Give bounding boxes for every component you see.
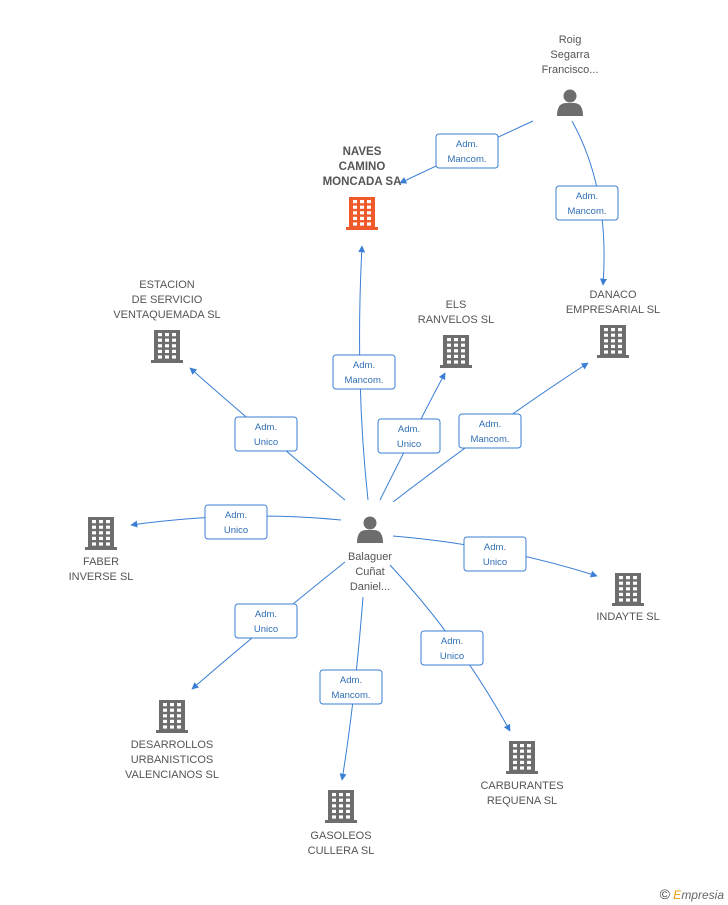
node-label-line: CARBURANTES [480,780,563,792]
node-label-line: Cuñat [355,566,384,578]
edge-label-text: Adm. [255,609,277,620]
node-label-line: NAVES [343,146,382,158]
edge-label-text: Unico [254,624,278,635]
node-label-line: CAMINO [339,161,386,173]
node-label-line: INVERSE SL [69,571,134,583]
node-danaco[interactable]: DANACO EMPRESARIAL SL [566,289,660,358]
edge-label-text: Adm. [576,191,598,202]
building-icon [325,790,357,823]
node-indayte[interactable]: INDAYTE SL [596,573,660,623]
node-label-line: MONCADA SA [323,176,402,188]
node-label-line: VENTAQUEMADA SL [113,309,220,321]
edge-label-text: Unico [397,439,421,450]
node-label-line: VALENCIANOS SL [125,769,219,781]
edge-label-balaguer-to-desarrollos[interactable]: Adm. Unico [234,603,298,639]
node-balaguer[interactable]: BalaguerCuñatDaniel... [348,516,392,594]
edge-label-text: Mancom. [567,206,606,217]
building-icon [151,330,183,363]
node-label-line: EMPRESARIAL SL [566,304,660,316]
edge-label-box [420,630,484,666]
edge-label-text: Adm. [225,510,247,521]
edge-label-text: Unico [440,651,464,662]
node-label-line: Daniel... [350,581,390,593]
edge-label-balaguer-to-danaco[interactable]: Adm. Mancom. [458,413,522,449]
node-label-line: REQUENA SL [487,795,557,807]
edge-label-text: Adm. [441,636,463,647]
building-icon [612,573,644,606]
edge-label-balaguer-to-faber[interactable]: Adm. Unico [204,504,268,540]
edge-label-box [458,413,522,449]
node-desarrollos[interactable]: DESARROLLOS URBANISTICOS VALENCIANOS SL [125,700,219,781]
edge-label-box [463,536,527,572]
person-icon [557,89,583,116]
edge-label-text: Unico [254,437,278,448]
brand-name: mpresia [681,888,724,902]
edge-label-text: Mancom. [344,375,383,386]
copyright-symbol: © [659,886,670,902]
edge-label-box [319,669,383,705]
node-label-line: FABER [83,556,119,568]
building-icon [156,700,188,733]
node-roig[interactable]: RoigSegarraFrancisco... [542,34,599,116]
edge-label-box [332,354,396,390]
node-label-line: ESTACION [139,279,194,291]
edge-label-balaguer-to-gasoleos[interactable]: Adm. Mancom. [319,669,383,705]
node-label-line: DE SERVICIO [132,294,203,306]
nodes-layer: NAVES CAMINO MONCADA SA RoigSegarraFrancisc… [69,34,661,857]
edge-label-balaguer-to-estacion[interactable]: Adm. Unico [234,416,298,452]
building-icon [506,741,538,774]
edge-label-text: Adm. [398,424,420,435]
edge-label-box [234,603,298,639]
edge-label-text: Mancom. [447,154,486,165]
building-icon [85,517,117,550]
edge-label-text: Mancom. [470,434,509,445]
edge-label-box [435,133,499,169]
node-label-line: Francisco... [542,64,599,76]
edge-label-balaguer-to-indayte[interactable]: Adm. Unico [463,536,527,572]
node-els[interactable]: ELS RANVELOS SL [418,299,494,368]
edge-label-box [234,416,298,452]
node-estacion[interactable]: ESTACION DE SERVICIO VENTAQUEMADA SL [113,279,221,363]
edge-label-box [204,504,268,540]
node-label-line: Segarra [550,49,590,61]
edge-label-text: Adm. [255,422,277,433]
person-icon [357,516,383,543]
node-label-line: RANVELOS SL [418,314,494,326]
edge-label-text: Adm. [484,542,506,553]
edge-label-balaguer-to-carburantes[interactable]: Adm. Unico [420,630,484,666]
edge-label-box [377,418,441,454]
edge-label-box [555,185,619,221]
node-faber[interactable]: FABER INVERSE SL [69,517,134,583]
node-label-line: Roig [559,34,582,46]
edge-label-text: Unico [483,557,507,568]
node-label-line: DESARROLLOS [131,739,214,751]
edge-label-text: Adm. [340,675,362,686]
node-gasoleos[interactable]: GASOLEOS CULLERA SL [308,790,375,857]
building-icon [440,335,472,368]
edge-label-balaguer-to-els[interactable]: Adm. Unico [377,418,441,454]
edge-label-text: Adm. [353,360,375,371]
building-icon [346,197,378,230]
building-icon [597,325,629,358]
edge-label-roig-to-danaco[interactable]: Adm. Mancom. [555,185,619,221]
edge-label-text: Adm. [479,419,501,430]
node-label-line: Balaguer [348,551,392,563]
node-label-line: CULLERA SL [308,845,375,857]
edge-label-text: Mancom. [331,690,370,701]
brand-initial: E [673,888,682,902]
node-label-line: INDAYTE SL [596,611,659,623]
edge-label-text: Unico [224,525,248,536]
node-label-line: GASOLEOS [310,830,371,842]
node-label-line: ELS [446,299,467,311]
node-naves[interactable]: NAVES CAMINO MONCADA SA [323,146,402,230]
node-label-line: URBANISTICOS [131,754,214,766]
node-carburantes[interactable]: CARBURANTES REQUENA SL [480,741,564,807]
node-label-line: DANACO [589,289,637,301]
edge-label-balaguer-to-naves[interactable]: Adm. Mancom. [332,354,396,390]
edge-label-text: Adm. [456,139,478,150]
edge-labels-layer: Adm. Mancom. Adm. Mancom. Adm. Mancom. Adm. Uni… [204,133,619,705]
edge-label-roig-to-naves[interactable]: Adm. Mancom. [435,133,499,169]
watermark: © Empresia [660,886,724,902]
